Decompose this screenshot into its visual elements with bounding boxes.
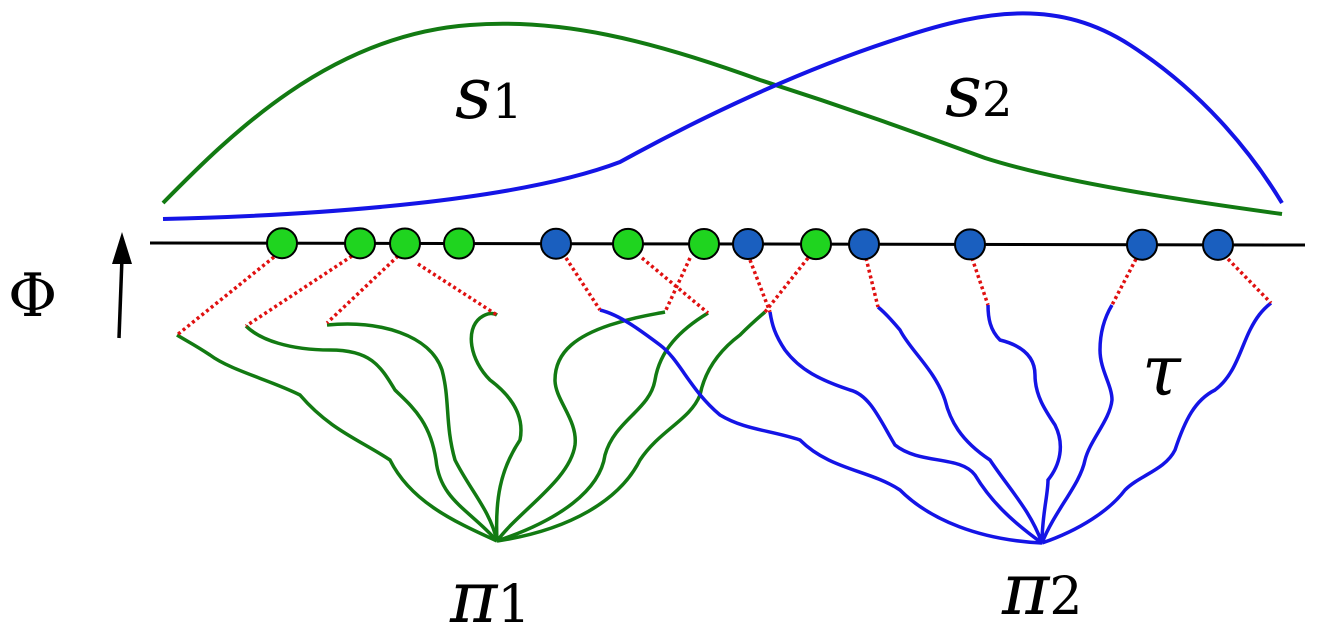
policy-1-point <box>266 227 298 260</box>
projection-line <box>175 255 276 337</box>
projection-line <box>763 256 810 314</box>
trajectory-curve <box>326 322 499 542</box>
policy-label-pi1: π1 <box>449 555 530 639</box>
feature-projections <box>175 254 1273 337</box>
trajectory-curve <box>876 305 1044 544</box>
feature-axis <box>149 241 1306 247</box>
up-arrow-icon <box>112 232 132 339</box>
density-curves <box>161 11 1284 221</box>
projection-line <box>1226 257 1273 305</box>
projection-line <box>864 257 880 308</box>
policy-2-point <box>732 228 764 261</box>
policy-2-point <box>954 228 986 261</box>
policy-2-point <box>1202 228 1234 261</box>
trajectory-curve <box>599 308 1043 545</box>
trajectory-curve <box>986 304 1063 544</box>
policy-1-point <box>688 227 720 260</box>
policy-1-point <box>612 227 644 260</box>
policy-1-trajectories <box>176 310 767 543</box>
trajectory-curve <box>1041 301 1273 545</box>
embedded-points <box>266 227 1234 261</box>
trajectory-curve <box>469 311 523 542</box>
trajectory-curve <box>176 333 498 543</box>
policy-1-point <box>443 227 475 260</box>
trajectory-curve <box>244 324 499 543</box>
policy-2-trajectories <box>599 301 1273 545</box>
projection-line <box>640 256 710 315</box>
projection-line <box>748 259 772 313</box>
density-curve-s1 <box>161 21 1283 216</box>
policy-1-point <box>800 228 832 261</box>
projection-line <box>564 257 602 311</box>
projection-line <box>970 257 990 306</box>
projection-line <box>325 254 400 325</box>
density-curve-s2 <box>162 11 1284 221</box>
policy-label-pi2: π2 <box>1001 547 1082 631</box>
trajectory-curve <box>768 311 1044 545</box>
trajectory-curve <box>1040 304 1114 544</box>
density-label-s1: s1 <box>455 51 523 135</box>
trajectory-curve <box>496 311 709 543</box>
policy-1-point <box>389 227 421 260</box>
feature-map-label: Φ <box>8 261 57 331</box>
projection-line <box>663 257 692 313</box>
projection-line <box>417 262 498 317</box>
trajectory-curve <box>495 310 666 543</box>
policy-2-point <box>1126 228 1158 261</box>
policy-2-point <box>540 227 572 260</box>
policy-2-point <box>848 228 880 261</box>
density-label-s2: s2 <box>945 49 1013 133</box>
policy-1-point <box>344 227 376 260</box>
trajectory-label: τ <box>1142 330 1182 412</box>
trajectory-curve <box>496 310 767 543</box>
projection-line <box>1110 258 1138 306</box>
